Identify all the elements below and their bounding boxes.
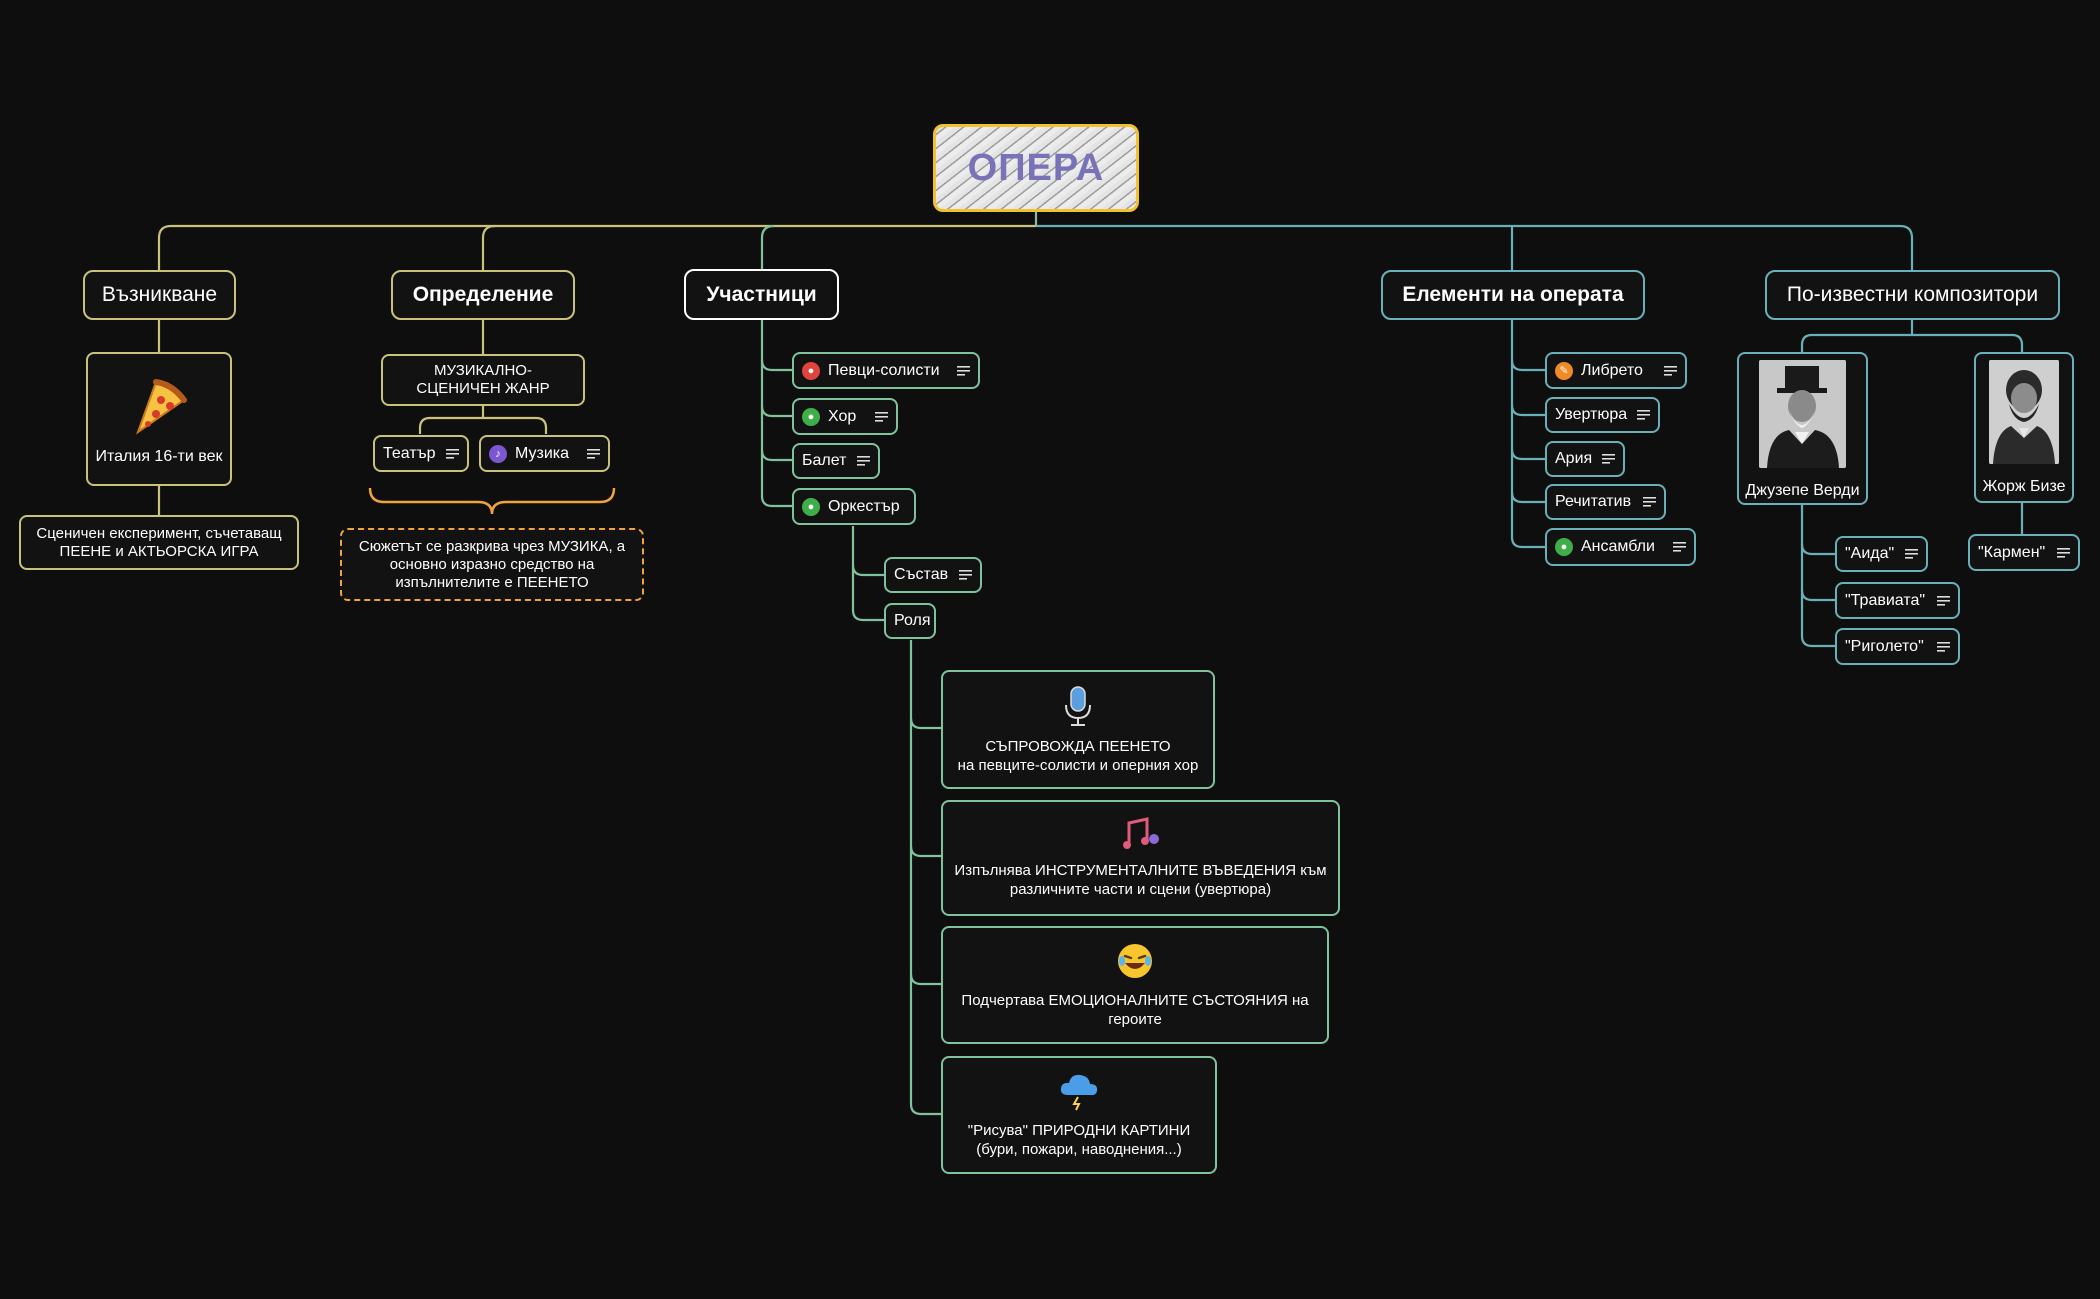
participant-orchestra-label: Оркестър [828,497,900,515]
person-icon: ● [802,361,820,380]
branch-composers-label: По-известни композитори [1786,283,2039,306]
composer-bizet[interactable]: Жорж Бизе [1974,352,2074,503]
role-item[interactable]: СЪПРОВОЖДА ПЕЕНЕТО на певците-солисти и … [941,670,1215,789]
work-label: "Кармен" [1978,543,2046,561]
notes-icon[interactable] [587,448,600,459]
participant-soloists[interactable]: ● Певци-солисти [792,352,980,389]
participant-soloists-label: Певци-солисти [828,361,940,379]
branch-definition[interactable]: Определение [391,270,575,320]
role-line2: (бури, пожари, наводнения...) [976,1141,1182,1158]
notes-icon[interactable] [857,456,870,466]
branch-origin-label: Възникване [101,283,218,306]
music-note-icon: ♪ [489,444,507,463]
definition-summary[interactable]: Сюжетът се разкрива чрез МУЗИКА, а основ… [340,528,644,601]
element-overture[interactable]: Увертюра [1545,397,1660,433]
pencil-icon: ✎ [1555,361,1573,380]
notes-icon[interactable] [1643,497,1656,507]
element-libretto[interactable]: ✎ Либрето [1545,352,1687,389]
definition-genre[interactable]: МУЗИКАЛНО-СЦЕНИЧЕН ЖАНР [381,354,585,406]
orchestra-role[interactable]: Роля [884,603,936,639]
orchestra-composition[interactable]: Състав [884,557,982,593]
participant-choir-label: Хор [828,407,857,425]
branch-participants-label: Участници [706,282,817,306]
work-label: "Риголето" [1845,637,1924,655]
role-item[interactable]: Подчертава ЕМОЦИОНАЛНИТЕ СЪСТОЯНИЯ на ге… [941,926,1329,1044]
element-aria-label: Ария [1555,450,1593,467]
branch-composers[interactable]: По-известни композитори [1765,270,2060,320]
group-icon: ● [1555,538,1573,556]
element-overture-label: Увертюра [1555,406,1628,423]
branch-elements-label: Елементи на операта [1402,283,1624,306]
composer-verdi[interactable]: Джузепе Верди [1737,352,1868,505]
element-aria[interactable]: Ария [1545,441,1625,477]
work-rigoletto[interactable]: "Риголето" [1835,628,1960,665]
origin-image-caption: Италия 16-ти век [95,448,223,465]
role-line1: "Рисува" ПРИРОДНИ КАРТИНИ [967,1122,1191,1139]
composer-bizet-name: Жорж Бизе [1982,478,2066,495]
branch-elements[interactable]: Елементи на операта [1381,270,1645,320]
microphone-icon [1065,685,1091,726]
origin-note-text: Сценичен експеримент, съчетаващ ПЕЕНЕ и … [36,524,282,560]
element-ensembles[interactable]: ● Ансамбли [1545,528,1696,566]
element-libretto-label: Либрето [1581,361,1643,379]
participant-ballet[interactable]: Балет [792,443,880,479]
role-item[interactable]: "Рисува" ПРИРОДНИ КАРТИНИ (бури, пожари,… [941,1056,1217,1174]
group-icon: ● [802,407,820,426]
branch-participants[interactable]: Участници [684,269,839,320]
notes-icon[interactable] [1673,542,1686,552]
definition-summary-text: Сюжетът се разкрива чрез МУЗИКА, а основ… [358,537,626,591]
participant-choir[interactable]: ● Хор [792,398,898,435]
definition-music[interactable]: ♪ Музика [479,435,610,472]
notes-icon[interactable] [1905,549,1918,559]
work-label: "Аида" [1845,545,1895,562]
notes-icon[interactable] [1602,454,1615,464]
notes-icon[interactable] [446,448,459,459]
element-ensembles-label: Ансамбли [1581,538,1655,555]
central-topic[interactable]: ОПЕРА [933,124,1139,212]
role-line1: Изпълнява ИНСТРУМЕНТАЛНИТЕ ВЪВЕДЕНИЯ към [954,862,1327,879]
participant-orchestra[interactable]: ● Оркестър [792,488,916,525]
notes-icon[interactable] [1937,641,1950,652]
definition-music-label: Музика [515,444,570,462]
work-traviata[interactable]: "Травиата" [1835,582,1960,619]
origin-note[interactable]: Сценичен експеримент, съчетаващ ПЕЕНЕ и … [19,515,299,570]
notes-icon[interactable] [959,570,972,580]
role-line1: Подчертава ЕМОЦИОНАЛНИТЕ СЪСТОЯНИЯ на [961,992,1309,1009]
laughing-face-icon [1118,944,1152,978]
notes-icon[interactable] [2057,547,2070,558]
role-line2: различните части и сцени (увертюра) [1009,881,1272,898]
notes-icon[interactable] [957,365,970,376]
definition-theatre-label: Театър [383,444,436,462]
role-line2: на певците-солисти и оперния хор [957,756,1199,774]
work-aida[interactable]: "Аида" [1835,536,1928,572]
work-carmen[interactable]: "Кармен" [1968,534,2080,571]
participant-ballet-label: Балет [802,452,847,469]
origin-image-node[interactable]: Италия 16-ти век [86,352,232,486]
notes-icon[interactable] [1937,595,1950,606]
role-item[interactable]: Изпълнява ИНСТРУМЕНТАЛНИТЕ ВЪВЕДЕНИЯ към… [941,800,1340,916]
element-recitative[interactable]: Речитатив [1545,484,1666,520]
notes-icon[interactable] [1637,410,1650,420]
element-recitative-label: Речитатив [1555,493,1632,510]
definition-genre-text: МУЗИКАЛНО-СЦЕНИЧЕН ЖАНР [416,362,550,397]
portrait-image [1759,360,1846,468]
group-icon: ● [802,497,820,516]
composer-verdi-name: Джузепе Верди [1745,482,1860,499]
central-topic-label: ОПЕРА [967,146,1105,189]
notes-icon[interactable] [875,411,888,422]
notes-icon[interactable] [1664,365,1677,376]
orchestra-role-label: Роля [894,612,931,629]
music-notes-icon [1122,817,1159,849]
portrait-image [1989,360,2059,464]
branch-origin[interactable]: Възникване [83,270,236,320]
definition-theatre[interactable]: Театър [373,435,469,472]
orchestra-composition-label: Състав [894,566,949,583]
pizza-icon [135,379,187,435]
role-line2: героите [1108,1011,1162,1028]
role-line1: СЪПРОВОЖДА ПЕЕНЕТО [985,737,1171,755]
work-label: "Травиата" [1845,591,1926,609]
storm-cloud-icon [1060,1074,1098,1111]
branch-definition-label: Определение [412,283,554,306]
